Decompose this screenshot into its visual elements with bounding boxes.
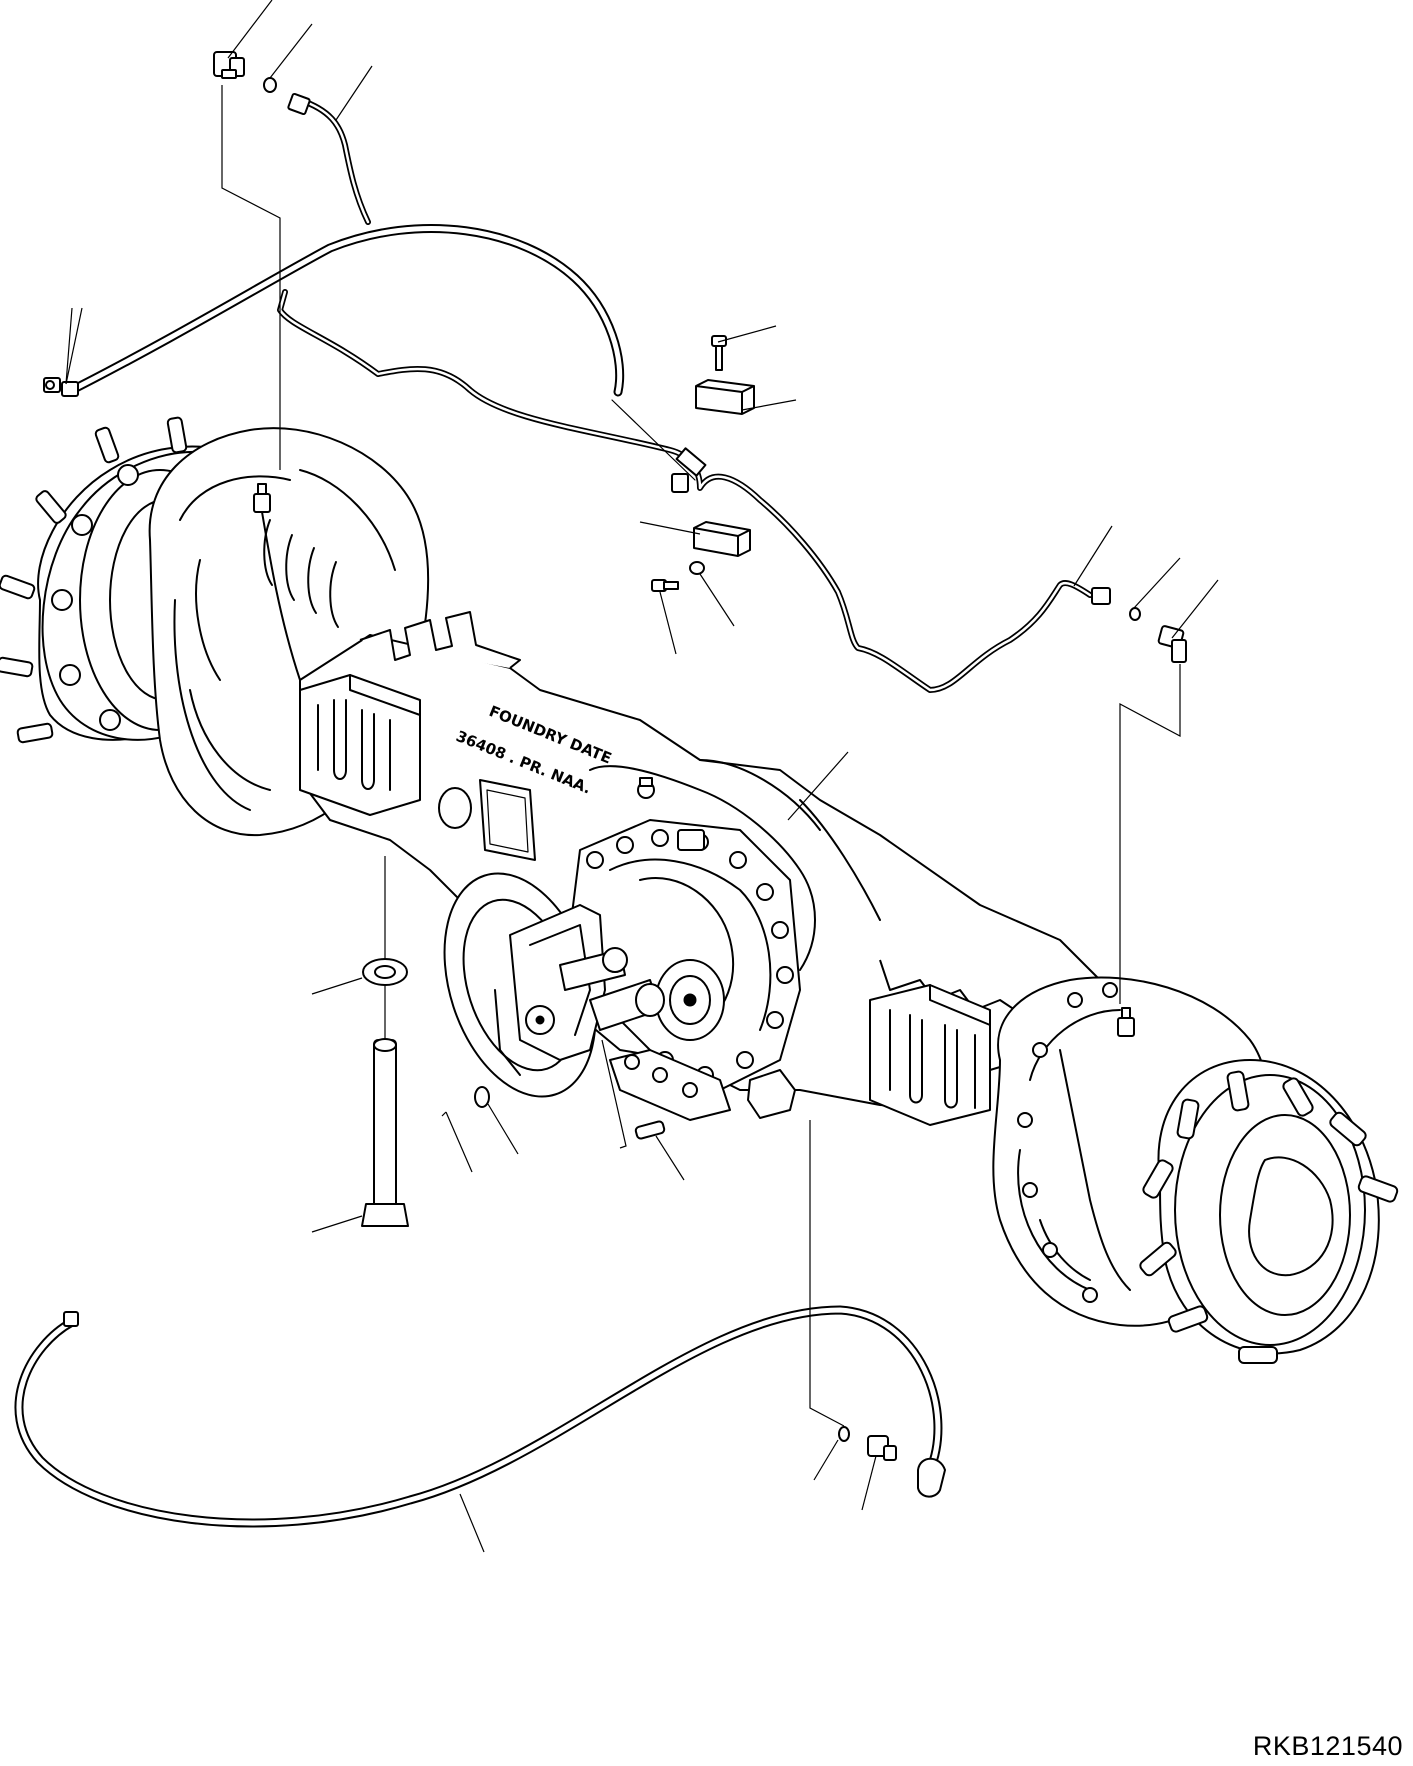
clamp-bolt-bottom — [651, 579, 679, 592]
hose-end-left — [43, 377, 79, 397]
tube-junction-tee — [611, 399, 707, 493]
brake-tube-right — [277, 289, 1093, 693]
union-fitting-lower — [867, 1435, 897, 1461]
parking-brake-assembly — [443, 872, 665, 1098]
right-wheel-hub — [1139, 1059, 1399, 1364]
drawing-code-label: RKB121540 — [1252, 1731, 1403, 1761]
o-ring-right — [1129, 607, 1141, 621]
leader-lines — [65, 0, 1219, 1553]
hose-end-fitting-lower — [917, 1457, 946, 1498]
small-washer-lower — [474, 1086, 490, 1108]
brake-tube-upper-left — [297, 97, 371, 225]
differential-carrier — [569, 819, 801, 1121]
elbow-fitting-right — [1157, 625, 1187, 663]
clamp-block-upper — [695, 379, 755, 415]
o-ring-lower — [838, 1426, 850, 1442]
washer-clamp — [689, 561, 705, 575]
elbow-fitting-upper-left — [213, 51, 245, 79]
lower-brake-hose — [14, 1305, 943, 1528]
dowel-pin — [634, 1120, 666, 1140]
upper-brake-hose — [67, 224, 625, 397]
tube-nut-right — [1091, 587, 1111, 605]
tube-nut-upper-left — [287, 92, 311, 116]
mounting-bolt — [361, 1038, 409, 1227]
mounting-washer — [362, 958, 408, 986]
clamp-bolt-top — [711, 335, 727, 371]
clamp-block-lower — [693, 521, 751, 557]
o-ring-upper-left — [263, 77, 277, 93]
